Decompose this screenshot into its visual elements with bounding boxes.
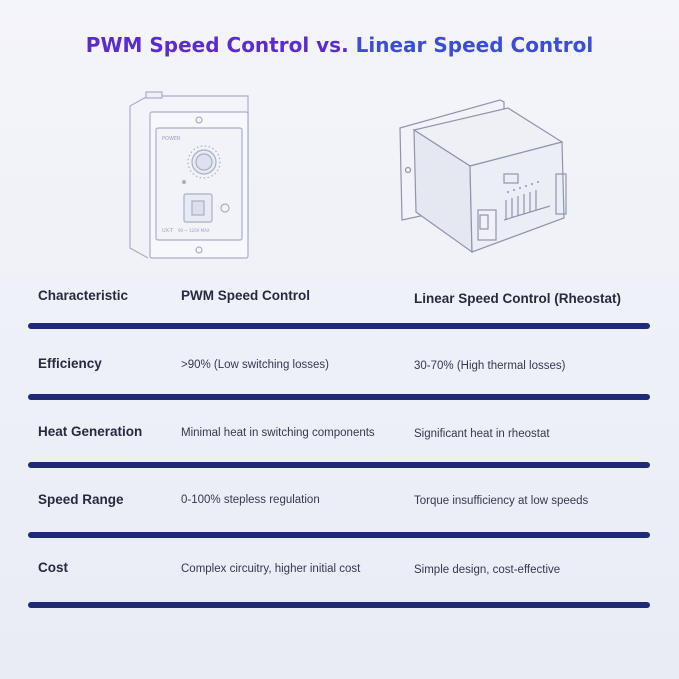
cell-pwm-heat: Minimal heat in switching components <box>181 427 375 439</box>
cell-pwm-efficiency: >90% (Low switching losses) <box>181 359 329 371</box>
header-linear: Linear Speed Control (Rheostat) <box>414 291 622 306</box>
divider-row-1 <box>28 394 650 400</box>
pwm-controller-image: POWER UX-T 90 ~ 120V MAX <box>129 91 249 259</box>
row-label-efficiency: Efficiency <box>38 356 102 371</box>
title-linear: Linear Speed Control <box>355 33 594 57</box>
linear-controller-image <box>399 99 567 254</box>
divider-row-3 <box>28 532 650 538</box>
cell-linear-efficiency: 30-70% (High thermal losses) <box>414 360 566 372</box>
divider-header <box>28 323 650 329</box>
pwm-spec-label: 90 ~ 120V MAX <box>178 228 210 233</box>
cell-pwm-cost: Complex circuitry, higher initial cost <box>181 563 361 575</box>
header-characteristic: Characteristic <box>38 288 129 303</box>
row-label-speed-range: Speed Range <box>38 492 124 507</box>
pwm-power-label: POWER <box>162 136 181 142</box>
cell-pwm-speed-range: 0-100% stepless regulation <box>181 494 320 506</box>
cell-linear-cost: Simple design, cost-effective <box>414 564 561 576</box>
divider-row-2 <box>28 462 650 468</box>
cell-linear-heat: Significant heat in rheostat <box>414 428 550 440</box>
divider-row-4 <box>28 602 650 608</box>
row-label-heat: Heat Generation <box>38 424 143 439</box>
cell-linear-speed-range: Torque insufficiency at low speeds <box>414 495 589 507</box>
pwm-model-label: UX-T <box>162 228 174 234</box>
title-pwm: PWM Speed Control vs. <box>85 33 356 57</box>
page-title: PWM Speed Control vs. Linear Speed Contr… <box>0 33 679 57</box>
header-pwm: PWM Speed Control <box>181 288 310 303</box>
row-label-cost: Cost <box>38 560 68 575</box>
